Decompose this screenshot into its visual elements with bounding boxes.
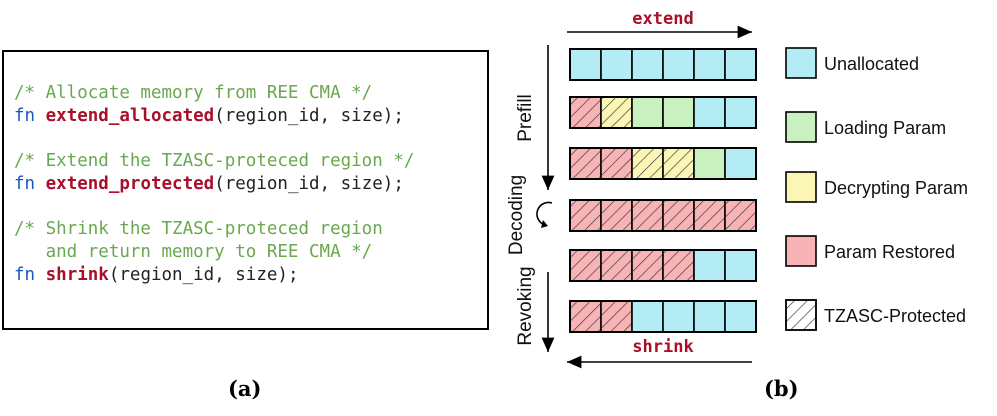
code-comment: and return memory to REE CMA */ xyxy=(14,242,373,262)
legend-swatch-restored xyxy=(785,235,817,267)
memory-cell-hatch xyxy=(663,148,694,179)
memory-row xyxy=(569,147,757,180)
memory-cell-hatch xyxy=(601,250,632,281)
memory-row xyxy=(569,48,757,81)
code-comment: /* Extend the TZASC-proteced region */ xyxy=(14,151,415,171)
memory-row-border xyxy=(569,199,757,232)
memory-cell-unallocated xyxy=(662,300,695,333)
legend-item-restored: Param Restored xyxy=(785,235,955,267)
code-line: fn extend_allocated(region_id, size); xyxy=(14,105,414,128)
memory-cell-unallocated xyxy=(600,48,633,81)
memory-cell-hatch xyxy=(725,200,756,231)
code-function-name: extend_protected xyxy=(45,174,215,194)
memory-cell-hatch xyxy=(632,148,663,179)
legend-label: Decrypting Param xyxy=(824,178,968,198)
phase-label-revoking: Revoking xyxy=(515,266,536,345)
memory-cell-hatch xyxy=(601,200,632,231)
memory-cell-unallocated xyxy=(724,96,757,129)
legend-swatch-unallocated xyxy=(785,47,817,79)
legend-label: Loading Param xyxy=(824,118,946,138)
memory-rows xyxy=(569,48,757,333)
memory-cell-hatch xyxy=(632,250,663,281)
memory-cell-unallocated xyxy=(724,147,757,180)
memory-cell-hatch xyxy=(632,200,663,231)
memory-row xyxy=(569,300,757,333)
memory-cell-unallocated xyxy=(631,300,664,333)
code-function-name: extend_allocated xyxy=(45,106,215,126)
memory-cell-hatch xyxy=(694,200,725,231)
phase-label-prefill: Prefill xyxy=(515,94,536,142)
code-line: fn extend_protected(region_id, size); xyxy=(14,173,414,196)
memory-row-border xyxy=(569,300,757,333)
memory-row-border xyxy=(569,48,757,81)
memory-cell-unallocated xyxy=(569,48,602,81)
legend-item-hatch: TZASC-Protected xyxy=(785,299,966,331)
code-arguments: (region_id, size); xyxy=(214,174,404,194)
memory-cell-loading xyxy=(693,147,726,180)
legend-item-loading: Loading Param xyxy=(785,111,946,143)
legend-label: TZASC-Protected xyxy=(824,306,966,326)
code-keyword: fn xyxy=(14,106,36,126)
code-comment: /* Allocate memory from REE CMA */ xyxy=(14,83,373,103)
memory-row-border xyxy=(569,147,757,180)
memory-row xyxy=(569,249,757,282)
memory-cell-loading xyxy=(662,96,695,129)
memory-row-border xyxy=(569,96,757,129)
code-line: /* Shrink the TZASC-proteced region xyxy=(14,218,414,241)
code-arguments: (region_id, size); xyxy=(108,265,299,285)
code-comment: /* Shrink the TZASC-proteced region xyxy=(14,219,383,239)
caption-b: (b) xyxy=(764,376,799,401)
memory-cell-hatch xyxy=(570,97,601,128)
code-listing-box: /* Allocate memory from REE CMA */fn ext… xyxy=(2,50,489,330)
legend-label: Param Restored xyxy=(824,242,955,262)
memory-cell-hatch xyxy=(570,250,601,281)
memory-cell-hatch xyxy=(601,148,632,179)
memory-cell-hatch xyxy=(663,250,694,281)
memory-row xyxy=(569,96,757,129)
legend-swatch-decrypting xyxy=(785,171,817,203)
phase-label-decoding: Decoding xyxy=(506,175,527,255)
code-line: and return memory to REE CMA */ xyxy=(14,241,414,264)
memory-cell-hatch xyxy=(601,97,632,128)
memory-row xyxy=(569,199,757,232)
loop-icon xyxy=(536,201,553,228)
legend-label: Unallocated xyxy=(824,54,919,74)
shrink-arrow-label: shrink xyxy=(632,337,693,357)
memory-cell-unallocated xyxy=(693,300,726,333)
code-listing: /* Allocate memory from REE CMA */fn ext… xyxy=(14,82,414,287)
code-keyword: fn xyxy=(14,174,36,194)
memory-cell-loading xyxy=(631,96,664,129)
legend-swatch-loading xyxy=(785,111,817,143)
extend-arrow-label: extend xyxy=(632,9,693,29)
memory-cell-unallocated xyxy=(693,48,726,81)
memory-row-border xyxy=(569,249,757,282)
memory-cell-unallocated xyxy=(693,96,726,129)
code-arguments: (region_id, size); xyxy=(214,106,404,126)
memory-cell-unallocated xyxy=(724,249,757,282)
memory-cell-hatch xyxy=(601,301,632,332)
legend-item-unallocated: Unallocated xyxy=(785,47,919,79)
memory-cell-unallocated xyxy=(631,48,664,81)
legend-item-decrypting: Decrypting Param xyxy=(785,171,968,203)
memory-cell-unallocated xyxy=(724,48,757,81)
memory-cell-hatch xyxy=(570,200,601,231)
code-line: /* Extend the TZASC-proteced region */ xyxy=(14,150,414,173)
code-line: /* Allocate memory from REE CMA */ xyxy=(14,82,414,105)
memory-cell-hatch xyxy=(663,200,694,231)
code-function-name: shrink xyxy=(45,265,109,285)
caption-a: (a) xyxy=(228,376,262,401)
code-keyword: fn xyxy=(14,265,36,285)
memory-cell-unallocated xyxy=(662,48,695,81)
memory-cell-hatch xyxy=(570,148,601,179)
code-line: fn shrink(region_id, size); xyxy=(14,264,414,287)
legend-swatch-hatch-pattern xyxy=(785,299,817,331)
memory-cell-unallocated xyxy=(693,249,726,282)
memory-cell-hatch xyxy=(570,301,601,332)
memory-cell-unallocated xyxy=(724,300,757,333)
